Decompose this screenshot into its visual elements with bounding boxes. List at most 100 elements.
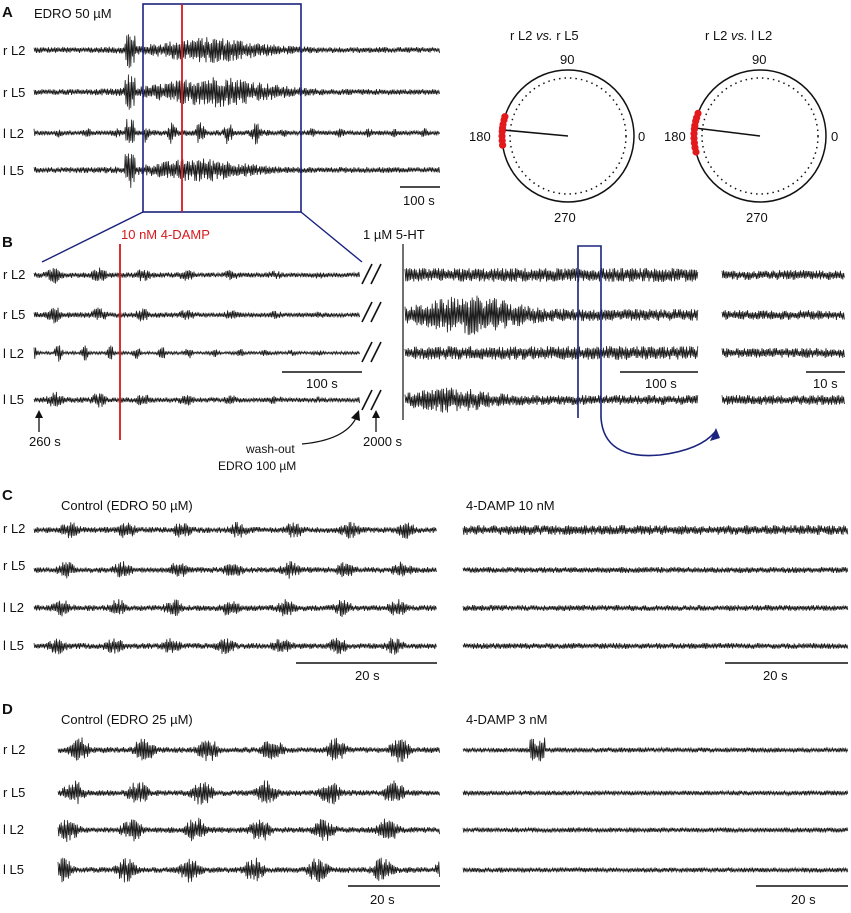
trace-b-right-2: [404, 345, 699, 361]
axis-break-marks: [361, 263, 382, 411]
panel-letter-d: D: [2, 701, 13, 718]
start-time-label: 260 s: [29, 434, 61, 449]
traces-panel-c: [33, 521, 849, 655]
trace-c-left-2: [33, 599, 437, 618]
polar-title-2: r L2 vs. l L2: [705, 28, 772, 43]
polar-inner-circle-1: [509, 77, 627, 195]
traces-panel-b: [33, 267, 845, 413]
channel-label-a-rl2: r L2: [3, 43, 25, 58]
trace-b-right-0: [404, 267, 699, 283]
panel-letter-b: B: [2, 234, 13, 251]
damp-title-d: 4-DAMP 3 nM: [466, 712, 547, 727]
polar-tick-0-2: 0: [831, 129, 838, 144]
trace-b-zoom-3: [721, 394, 845, 406]
polar-phase-points-2: [690, 109, 702, 156]
trace-b-right-3: [404, 387, 699, 413]
damp-title-c: 4-DAMP 10 nM: [466, 498, 555, 513]
channel-label-c-rl2: r L2: [3, 521, 25, 536]
trace-c-right-2: [462, 604, 849, 612]
zoom-connector-right: [300, 211, 363, 263]
trace-c-left-1: [33, 561, 437, 579]
trace-b-right-1: [404, 295, 699, 335]
polar-tick-180-2: 180: [664, 129, 686, 144]
channel-label-d-rl5: r L5: [3, 785, 25, 800]
scale-label-d-right: 20 s: [791, 892, 816, 907]
traces-panel-a: [33, 34, 440, 188]
trace-c-right-1: [462, 566, 849, 574]
trace-d-left-2: [57, 817, 440, 843]
zoom-connector-left: [41, 211, 144, 263]
polar-mean-vector-1: [502, 129, 569, 137]
channel-label-d-ll5: l L5: [3, 862, 24, 877]
trace-b-zoom-0: [721, 269, 845, 280]
trace-d-right-1: [462, 789, 849, 797]
channel-label-b-rl5: r L5: [3, 307, 25, 322]
channel-label-b-rl2: r L2: [3, 267, 25, 282]
trace-c-left-0: [33, 521, 437, 539]
control-title-d: Control (EDRO 25 µM): [61, 712, 193, 727]
channel-label-d-rl2: r L2: [3, 742, 25, 757]
trace-a-0: [33, 34, 440, 69]
trace-b-zoom-2: [721, 347, 845, 359]
phase-point: [499, 141, 507, 149]
channel-label-a-ll5: l L5: [3, 163, 24, 178]
polar-tick-270-1: 270: [554, 210, 576, 225]
trace-b-left-2: [33, 345, 360, 362]
polar-plot-2: r L2 vs. l L2 90 180 0 270: [664, 28, 838, 225]
channel-label-c-rl5: r L5: [3, 558, 25, 573]
trace-d-left-0: [57, 737, 440, 763]
polar-tick-90-1: 90: [560, 52, 574, 67]
resume-arrowhead: [372, 410, 380, 418]
scale-label-d-left: 20 s: [370, 892, 395, 907]
edro-50-label: EDRO 50 µM: [34, 6, 112, 21]
polar-phase-points-1: [498, 113, 509, 149]
channel-label-c-ll5: l L5: [3, 638, 24, 653]
washout-label-1: wash-out: [245, 442, 295, 456]
polar-plot-1: r L2 vs. r L5 90 180 0 270: [469, 28, 645, 225]
trace-d-right-2: [462, 826, 849, 834]
trace-c-right-3: [462, 642, 849, 650]
polar-tick-90-2: 90: [752, 52, 766, 67]
scale-label-b-1: 100 s: [306, 376, 338, 391]
trace-d-left-3: [57, 857, 440, 883]
trace-b-left-0: [33, 267, 360, 284]
damp-label-b: 10 nM 4-DAMP: [121, 227, 210, 242]
washout-label-2: EDRO 100 µM: [218, 459, 296, 473]
polar-mean-vector-2: [694, 127, 761, 137]
trace-d-right-3: [462, 866, 849, 874]
trace-b-left-3: [33, 391, 360, 408]
trace-a-2: [33, 118, 440, 145]
trace-b-left-1: [33, 307, 360, 324]
resume-time-label: 2000 s: [363, 434, 403, 449]
channel-label-b-ll5: l L5: [3, 392, 24, 407]
scale-label-b-3: 10 s: [813, 376, 838, 391]
trace-d-left-1: [57, 780, 440, 805]
trace-c-left-3: [33, 637, 437, 655]
polar-title-1: r L2 vs. r L5: [510, 28, 579, 43]
channel-label-b-ll2: l L2: [3, 346, 24, 361]
polar-tick-270-2: 270: [746, 210, 768, 225]
polar-inner-circle-2: [701, 77, 819, 195]
scale-label-a: 100 s: [403, 193, 435, 208]
washout-arrow: [301, 417, 357, 445]
scale-label-c-right: 20 s: [763, 668, 788, 683]
polar-tick-0-1: 0: [638, 129, 645, 144]
trace-c-right-0: [462, 524, 849, 536]
zoom-arrowhead: [710, 428, 720, 441]
scale-label-b-2: 100 s: [645, 376, 677, 391]
traces-panel-d: [57, 737, 849, 883]
trace-a-3: [33, 153, 440, 188]
trace-b-zoom-1: [721, 310, 845, 321]
channel-label-a-ll2: l L2: [3, 126, 24, 141]
start-arrowhead: [35, 410, 43, 418]
zoom-window-a: [142, 3, 302, 213]
trace-a-1: [33, 74, 440, 110]
panel-letter-a: A: [2, 4, 13, 21]
zoom-window-b: [577, 245, 716, 457]
trace-d-right-0: [462, 737, 849, 762]
washout-arrowhead: [351, 410, 360, 421]
ht-label-b: 1 µM 5-HT: [363, 227, 425, 242]
control-title-c: Control (EDRO 50 µM): [61, 498, 193, 513]
polar-tick-180-1: 180: [469, 129, 491, 144]
